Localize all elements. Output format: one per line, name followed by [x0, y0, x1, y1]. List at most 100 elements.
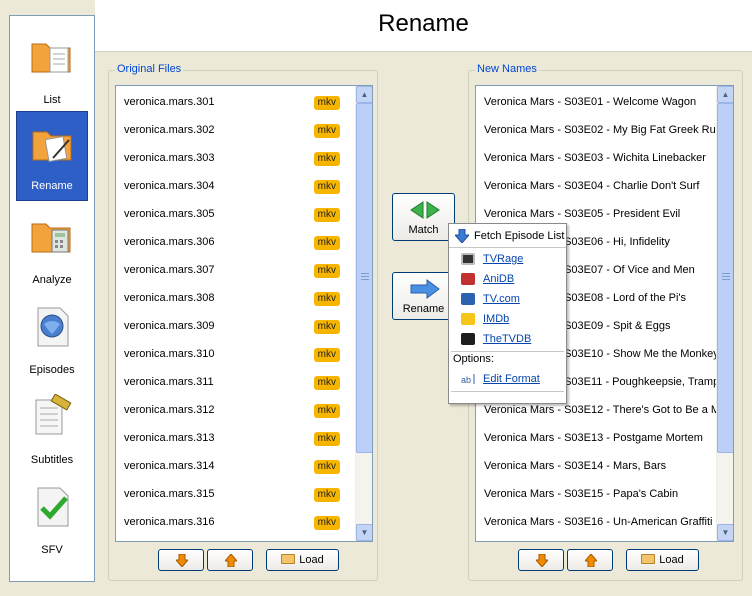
- file-extension-badge: mkv: [313, 96, 340, 110]
- sidebar-item-episodes[interactable]: Episodes: [16, 294, 88, 384]
- scroll-up-button[interactable]: ▲: [717, 86, 733, 103]
- original-files-scrollbar[interactable]: ▲ ▼: [355, 86, 372, 541]
- original-file-name: veronica.mars.316: [124, 516, 215, 528]
- load-button[interactable]: Load: [626, 549, 699, 571]
- new-name-row[interactable]: Veronica Mars - S03E01 - Welcome Wagon: [484, 96, 697, 108]
- move-down-button[interactable]: [158, 549, 204, 571]
- scroll-down-button[interactable]: ▼: [717, 524, 733, 541]
- file-extension-badge: mkv: [313, 208, 340, 222]
- original-file-name: veronica.mars.301: [124, 96, 215, 108]
- match-button[interactable]: Match: [392, 193, 455, 241]
- original-file-name: veronica.mars.314: [124, 460, 215, 472]
- analyze-folder-icon: [31, 223, 71, 253]
- menu-separator: [451, 351, 564, 352]
- new-name-row[interactable]: Veronica Mars - S03E02 - My Big Fat Gree…: [484, 124, 716, 136]
- file-extension-badge: mkv: [313, 152, 340, 166]
- file-extension-badge: mkv: [313, 264, 340, 278]
- new-name-row[interactable]: Veronica Mars - S03E15 - Papa's Cabin: [484, 488, 679, 500]
- new-names-group: New Names Veronica Mars - S03E01 - Welco…: [468, 63, 743, 581]
- tvrage-icon: [461, 253, 475, 265]
- original-file-name: veronica.mars.313: [124, 432, 215, 444]
- original-file-row[interactable]: veronica.mars.301 mkv: [124, 88, 348, 116]
- load-label: Load: [299, 554, 324, 566]
- original-file-row[interactable]: veronica.mars.309 mkv: [124, 312, 348, 340]
- scroll-thumb[interactable]: [717, 103, 733, 453]
- new-name-row[interactable]: Veronica Mars - S03E12 - There's Got to …: [484, 404, 716, 416]
- file-extension-badge: mkv: [313, 376, 340, 390]
- fetch-arrow-down-icon: [455, 229, 469, 243]
- file-extension-badge: mkv: [313, 236, 340, 250]
- new-names-scrollbar[interactable]: ▲ ▼: [716, 86, 733, 541]
- move-up-button[interactable]: [567, 549, 613, 571]
- file-extension-badge: mkv: [313, 320, 340, 334]
- svg-text:ab: ab: [461, 375, 471, 385]
- menu-item-label: TheTVDB: [483, 333, 532, 345]
- sidebar-item-sfv[interactable]: SFV: [16, 474, 88, 564]
- arrow-down-icon: [176, 554, 188, 567]
- rename-arrow-icon: [410, 279, 440, 299]
- original-file-name: veronica.mars.309: [124, 320, 215, 332]
- original-file-name: veronica.mars.306: [124, 236, 215, 248]
- original-file-row[interactable]: veronica.mars.306 mkv: [124, 228, 348, 256]
- original-files-label: Original Files: [115, 63, 184, 75]
- menu-item-label: AniDB: [483, 273, 515, 285]
- file-extension-badge: mkv: [313, 404, 340, 418]
- new-name-row[interactable]: Veronica Mars - S03E13 - Postgame Mortem: [484, 432, 703, 444]
- original-file-row[interactable]: veronica.mars.310 mkv: [124, 340, 348, 368]
- sidebar-item-analyze[interactable]: Analyze: [16, 204, 88, 294]
- new-name-row[interactable]: Veronica Mars - S03E14 - Mars, Bars: [484, 460, 667, 472]
- folder-icon: [641, 554, 656, 564]
- original-file-row[interactable]: veronica.mars.316 mkv: [124, 508, 348, 536]
- original-file-name: veronica.mars.310: [124, 348, 215, 360]
- file-extension-badge: mkv: [313, 488, 340, 502]
- new-name-row[interactable]: Veronica Mars - S03E05 - President Evil: [484, 208, 681, 220]
- original-file-name: veronica.mars.312: [124, 404, 215, 416]
- file-extension-badge: mkv: [313, 348, 340, 362]
- subtitles-icon: [35, 394, 72, 435]
- file-extension-badge: mkv: [313, 516, 340, 530]
- anidb-icon: [461, 273, 475, 285]
- new-name-row[interactable]: Veronica Mars - S03E03 - Wichita Linebac…: [484, 152, 706, 164]
- sidebar-item-subtitles[interactable]: Subtitles: [16, 384, 88, 474]
- arrow-up-icon: [225, 554, 237, 567]
- menu-separator: [451, 391, 564, 392]
- menu-item-label: TV.com: [483, 293, 520, 305]
- sidebar-item-label: List: [43, 94, 61, 106]
- sidebar-item-rename[interactable]: Rename: [16, 111, 88, 201]
- sfv-check-icon: [37, 487, 69, 527]
- fetch-episode-menu: Fetch Episode List TVRage AniDB TV.com I…: [448, 223, 567, 404]
- arrow-down-icon: [536, 554, 548, 567]
- scroll-down-button[interactable]: ▼: [356, 524, 372, 541]
- sidebar-item-label: SFV: [41, 544, 63, 556]
- new-name-row[interactable]: Veronica Mars - S03E16 - Un-American Gra…: [484, 516, 713, 528]
- scroll-thumb[interactable]: [356, 103, 372, 453]
- scroll-up-button[interactable]: ▲: [356, 86, 372, 103]
- file-extension-badge: mkv: [313, 460, 340, 474]
- fetch-episode-list-item[interactable]: Fetch Episode List: [449, 224, 566, 248]
- move-up-button[interactable]: [207, 549, 253, 571]
- sidebar: List Rename Analyze Episodes: [9, 15, 95, 582]
- page-title: Rename: [378, 10, 469, 37]
- rename-button[interactable]: Rename: [392, 272, 455, 320]
- load-button[interactable]: Load: [266, 549, 339, 571]
- new-name-row[interactable]: Veronica Mars - S03E04 - Charlie Don't S…: [484, 180, 700, 192]
- original-file-name: veronica.mars.304: [124, 180, 215, 192]
- original-file-row[interactable]: veronica.mars.312 mkv: [124, 396, 348, 424]
- options-label: Options:: [453, 353, 494, 365]
- sidebar-item-list[interactable]: List: [16, 24, 88, 114]
- original-file-row[interactable]: veronica.mars.314 mkv: [124, 452, 348, 480]
- list-folder-icon: [31, 43, 71, 73]
- original-file-name: veronica.mars.308: [124, 292, 215, 304]
- new-names-label: New Names: [475, 63, 539, 75]
- move-down-button[interactable]: [518, 549, 564, 571]
